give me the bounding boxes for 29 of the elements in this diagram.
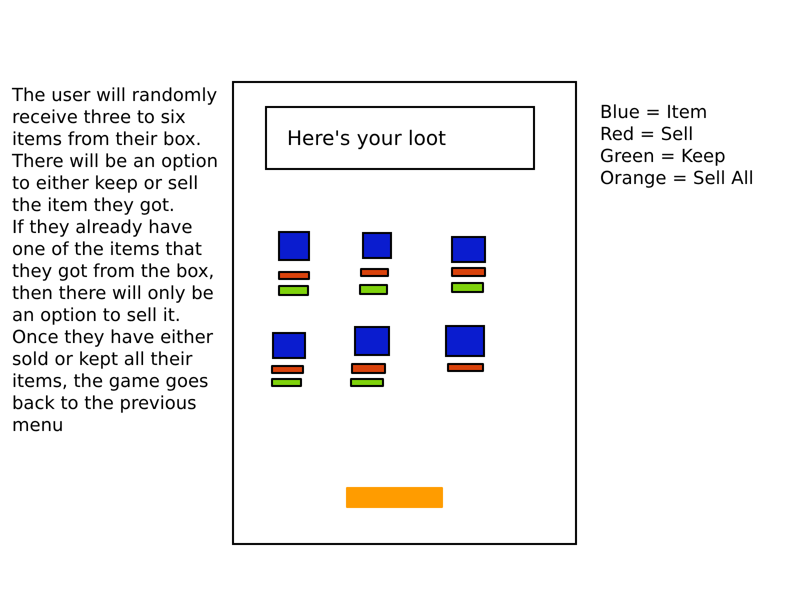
- item-tile: [362, 232, 392, 259]
- title-box: [265, 106, 535, 170]
- keep-button: [271, 378, 302, 387]
- sell-button: [360, 268, 389, 277]
- item-tile: [272, 332, 306, 359]
- description-text: Once they have either sold or kept all their items, the game goes back to the previous menu: [12, 327, 214, 437]
- keep-button: [451, 282, 484, 293]
- description-text: There will be an option to either keep or sell the item they got.: [12, 151, 220, 217]
- legend-text: Green = Keep: [600, 146, 726, 168]
- screen-frame: [232, 81, 577, 545]
- sell-button: [271, 365, 304, 374]
- sell-button: [447, 363, 484, 372]
- item-tile: [451, 236, 486, 263]
- sell-button: [451, 267, 486, 277]
- description-text: If they already have one of the items that they got from the box, then there will only be an option to sell it.: [12, 217, 216, 327]
- item-tile: [354, 326, 390, 356]
- sell-button: [278, 271, 310, 280]
- item-tile: [445, 325, 485, 357]
- sell-all-button: [346, 487, 443, 508]
- legend-text: Orange = Sell All: [600, 168, 754, 190]
- legend-text: Blue = Item: [600, 102, 708, 124]
- sell-button: [351, 363, 386, 374]
- keep-button: [359, 284, 388, 295]
- description-text: The user will randomly receive three to six items from their box.: [12, 85, 218, 151]
- title-text: Here's your loot: [287, 126, 446, 150]
- item-tile: [278, 231, 310, 261]
- legend-text: Red = Sell: [600, 124, 694, 146]
- keep-button: [350, 378, 384, 387]
- keep-button: [278, 285, 309, 296]
